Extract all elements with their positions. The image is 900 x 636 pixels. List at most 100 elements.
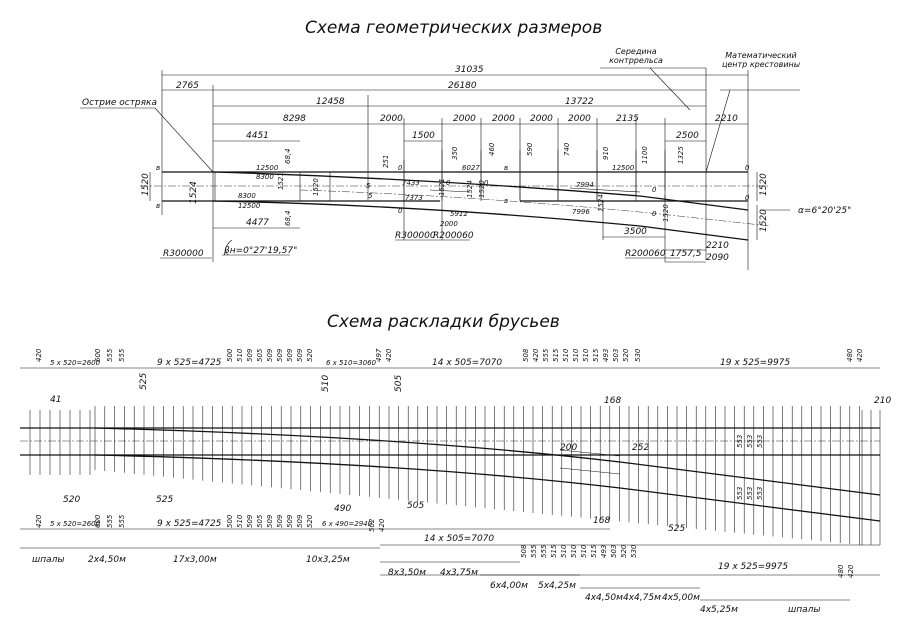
- ord-1520-c: 1520: [662, 204, 670, 222]
- top-dim-510-c: 510: [572, 348, 580, 362]
- group-4x375: 4x3,75м: [440, 568, 478, 578]
- tie-group: [29, 406, 881, 545]
- mark-v-4: в: [504, 197, 508, 205]
- ord-1521-b: 1521: [438, 178, 446, 196]
- top-dim-530: 530: [634, 348, 642, 362]
- rail-len-8: 5912: [450, 210, 468, 218]
- ord-251: 251: [382, 155, 390, 168]
- radius-r300000-a: R300000: [163, 249, 204, 259]
- ord-1521: 1521: [277, 172, 285, 190]
- dim-2210: 2210: [715, 114, 738, 124]
- top-dim-14x505: 14 x 505=7070: [432, 358, 502, 368]
- bot-dim-505: 505: [407, 501, 424, 511]
- rail-len-1: 12500: [256, 164, 279, 172]
- mark-0-6: 0: [652, 210, 657, 218]
- top-dim-5x520: 5 x 520=2600: [50, 359, 101, 367]
- mark-v-3: в: [504, 164, 508, 172]
- ord-740: 740: [563, 142, 571, 156]
- bot-dim-509-e: 509: [296, 514, 304, 528]
- angle-beta: βн=0°27'19,57": [223, 246, 297, 256]
- bot-dim-515-a: 515: [550, 544, 558, 558]
- rail-len-6: 7373: [405, 194, 423, 202]
- dim-2000-c: 2000: [492, 114, 515, 124]
- dimension-lines: [162, 74, 748, 263]
- bot-dim-14x505: 14 x 505=7070: [424, 534, 494, 544]
- top-dim-510-d: 510: [582, 348, 590, 362]
- bot-dim-600: 600: [94, 514, 102, 528]
- bot-dim-505: 505: [256, 514, 264, 528]
- ord-1520-b: 1520: [478, 180, 486, 198]
- radius-r200060-b: R200060: [625, 249, 666, 259]
- callout-center-box: Математический центр крестовины: [721, 51, 801, 69]
- bot-dim-509-c: 509: [276, 514, 284, 528]
- ord-1524-b: 1524: [597, 194, 605, 212]
- rail-len-9: 2000: [440, 220, 458, 228]
- group-17x300: 17x3,00м: [173, 555, 217, 565]
- callout-math-center: Математический центр крестовины: [721, 51, 801, 69]
- bot-dim-509-d: 509: [286, 514, 294, 528]
- mark-v-2: в: [156, 202, 160, 210]
- bot-dim-6x490: 6 x 490=2940: [322, 520, 373, 528]
- top-dim-493: 493: [602, 349, 610, 362]
- dim-3500: 3500: [624, 227, 647, 237]
- dim-overall: 31035: [455, 65, 484, 75]
- mark-0-2: 0: [398, 207, 403, 215]
- group-2x450: 2x4,50м: [88, 555, 126, 565]
- top-dim-555-c: 555: [542, 348, 550, 362]
- rail-len-4: 8300: [238, 192, 256, 200]
- top-dim-509-d: 509: [286, 348, 294, 362]
- bot-dim-525-b: 525: [668, 524, 685, 534]
- bot-dim-555-a: 555: [106, 514, 114, 528]
- bot-dim-500: 500: [226, 514, 234, 528]
- top-dim-500: 500: [226, 348, 234, 362]
- group-shpaly-right: шпалы: [788, 605, 821, 615]
- ordinate-markers: [149, 150, 758, 240]
- dim-8298: 8298: [283, 114, 306, 124]
- dim-1757: 1757,5: [670, 249, 702, 259]
- bot-dim-509-b: 509: [266, 514, 274, 528]
- top-dim-520: 520: [306, 348, 314, 362]
- group-4x500: 4x5,00м: [662, 593, 700, 603]
- top-dim-503: 503: [612, 349, 620, 362]
- top-dim-480: 480: [846, 348, 854, 362]
- bot-dim-555-d: 555: [540, 544, 548, 558]
- top-dim-515-a: 515: [552, 348, 560, 362]
- dim-2000-e: 2000: [568, 114, 591, 124]
- bot-dim-510-c: 510: [570, 544, 578, 558]
- group-10x325: 10x3,25м: [306, 555, 350, 565]
- bot-dim-508: 508: [520, 544, 528, 558]
- mark-v-1: в: [156, 164, 160, 172]
- top-dim-420-b: 420: [385, 348, 393, 362]
- top-dim-515-b: 515: [592, 348, 600, 362]
- dim-2000-b: 2000: [453, 114, 476, 124]
- bot-dim-509-a: 509: [246, 514, 254, 528]
- group-8x350: 8x3,50м: [388, 568, 426, 578]
- bot-dim-502: 502: [368, 518, 376, 532]
- group-4x450: 4x4,50м: [585, 593, 623, 603]
- bot-dim-555-b: 555: [118, 514, 126, 528]
- ord-1100: 1100: [641, 146, 649, 164]
- mid-553-f: 553: [756, 487, 764, 500]
- straight-track: [140, 171, 770, 202]
- dim-2135: 2135: [616, 114, 639, 124]
- top-dim-555-a: 555: [106, 348, 114, 362]
- dim-13722: 13722: [565, 97, 594, 107]
- ord-1524-a: 1524: [466, 180, 474, 198]
- dim-4477: 4477: [246, 218, 269, 228]
- gauge-right-2: 1520: [759, 209, 769, 232]
- rail-len-5: 7433: [402, 179, 420, 187]
- mid-41: 41: [50, 395, 61, 405]
- mark-0-5: 0: [652, 186, 657, 194]
- callout-leaders: [80, 67, 800, 259]
- dim-26180: 26180: [448, 81, 477, 91]
- bot-dim-493: 493: [600, 545, 608, 558]
- group-4x475: 4x4,75м: [623, 593, 661, 603]
- dim-4451: 4451: [246, 131, 269, 141]
- bot-dim-525-left: 525: [156, 495, 173, 505]
- top-dim-509-c: 509: [276, 348, 284, 362]
- top-dim-555-b: 555: [118, 348, 126, 362]
- bot-dim-510-b: 510: [560, 544, 568, 558]
- dim-2090: 2090: [706, 253, 729, 263]
- mid-553-e: 553: [746, 487, 754, 500]
